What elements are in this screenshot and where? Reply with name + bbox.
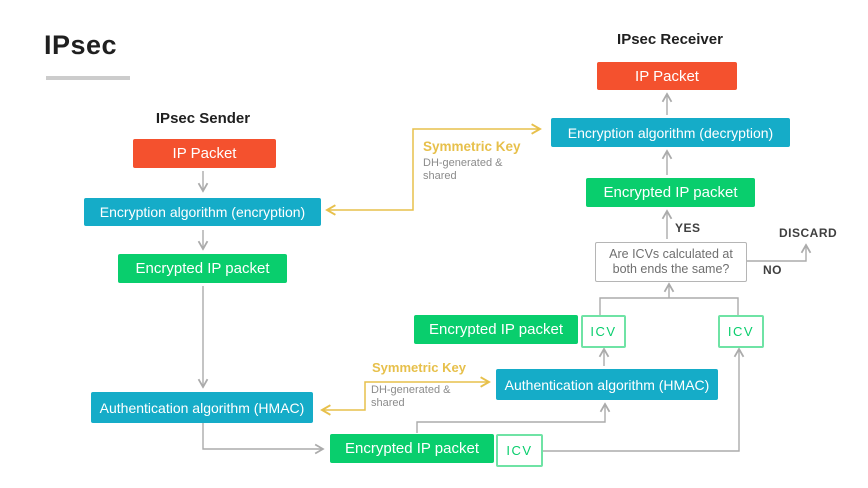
sender-heading: IPsec Sender bbox=[155, 110, 251, 127]
icv-question-line2: both ends the same? bbox=[612, 262, 730, 276]
symmetric-key-top-line2: shared bbox=[423, 170, 457, 182]
symmetric-key-top-subtitle: DH-generated & shared bbox=[423, 157, 503, 183]
no-label: NO bbox=[763, 263, 782, 277]
symmetric-key-top-line1: DH-generated & bbox=[423, 157, 503, 169]
symmetric-key-bottom-subtitle: DH-generated & shared bbox=[371, 384, 451, 410]
mid-icv-box: ICV bbox=[581, 315, 626, 348]
symmetric-key-bottom-line2: shared bbox=[371, 397, 405, 409]
symmetric-key-bottom-line1: DH-generated & bbox=[371, 384, 451, 396]
page-title: IPsec bbox=[44, 30, 118, 60]
line-icv-compare-branch bbox=[599, 297, 739, 315]
arrow-symmetric-key-top bbox=[327, 129, 540, 210]
receiver-decryption-box: Encryption algorithm (decryption) bbox=[551, 118, 790, 147]
icv-question-box: Are ICVs calculated at both ends the sam… bbox=[595, 242, 747, 282]
receiver-hmac-box: Authentication algorithm (HMAC) bbox=[496, 369, 718, 400]
bottom-icv-box: ICV bbox=[496, 434, 543, 467]
discard-label: DISCARD bbox=[779, 226, 838, 240]
arrow-no-to-discard bbox=[745, 245, 806, 262]
arrow-bottom-packet-to-receiver-hmac bbox=[416, 404, 605, 433]
symmetric-key-bottom-title: Symmetric Key bbox=[372, 360, 466, 375]
right-icv-box: ICV bbox=[718, 315, 764, 348]
mid-encrypted-packet-box: Encrypted IP packet bbox=[414, 315, 578, 344]
title-underline bbox=[46, 76, 130, 80]
sender-hmac-box: Authentication algorithm (HMAC) bbox=[91, 392, 313, 423]
symmetric-key-top-title: Symmetric Key bbox=[423, 139, 521, 154]
receiver-ip-packet-box: IP Packet bbox=[597, 62, 737, 90]
arrow-bottom-icv-to-right-icv bbox=[539, 349, 739, 452]
sender-encryption-box: Encryption algorithm (encryption) bbox=[84, 198, 321, 226]
receiver-heading: IPsec Receiver bbox=[617, 31, 723, 48]
icv-question-line1: Are ICVs calculated at bbox=[609, 247, 733, 261]
bottom-encrypted-packet-box: Encrypted IP packet bbox=[330, 434, 494, 463]
sender-encrypted-packet-box: Encrypted IP packet bbox=[118, 254, 287, 283]
arrow-symmetric-key-bottom bbox=[322, 382, 489, 410]
receiver-encrypted-packet-box: Encrypted IP packet bbox=[586, 178, 755, 207]
sender-ip-packet-box: IP Packet bbox=[133, 139, 276, 168]
yes-label: YES bbox=[675, 221, 701, 235]
arrow-hmac-to-bottom-packet bbox=[202, 423, 323, 449]
